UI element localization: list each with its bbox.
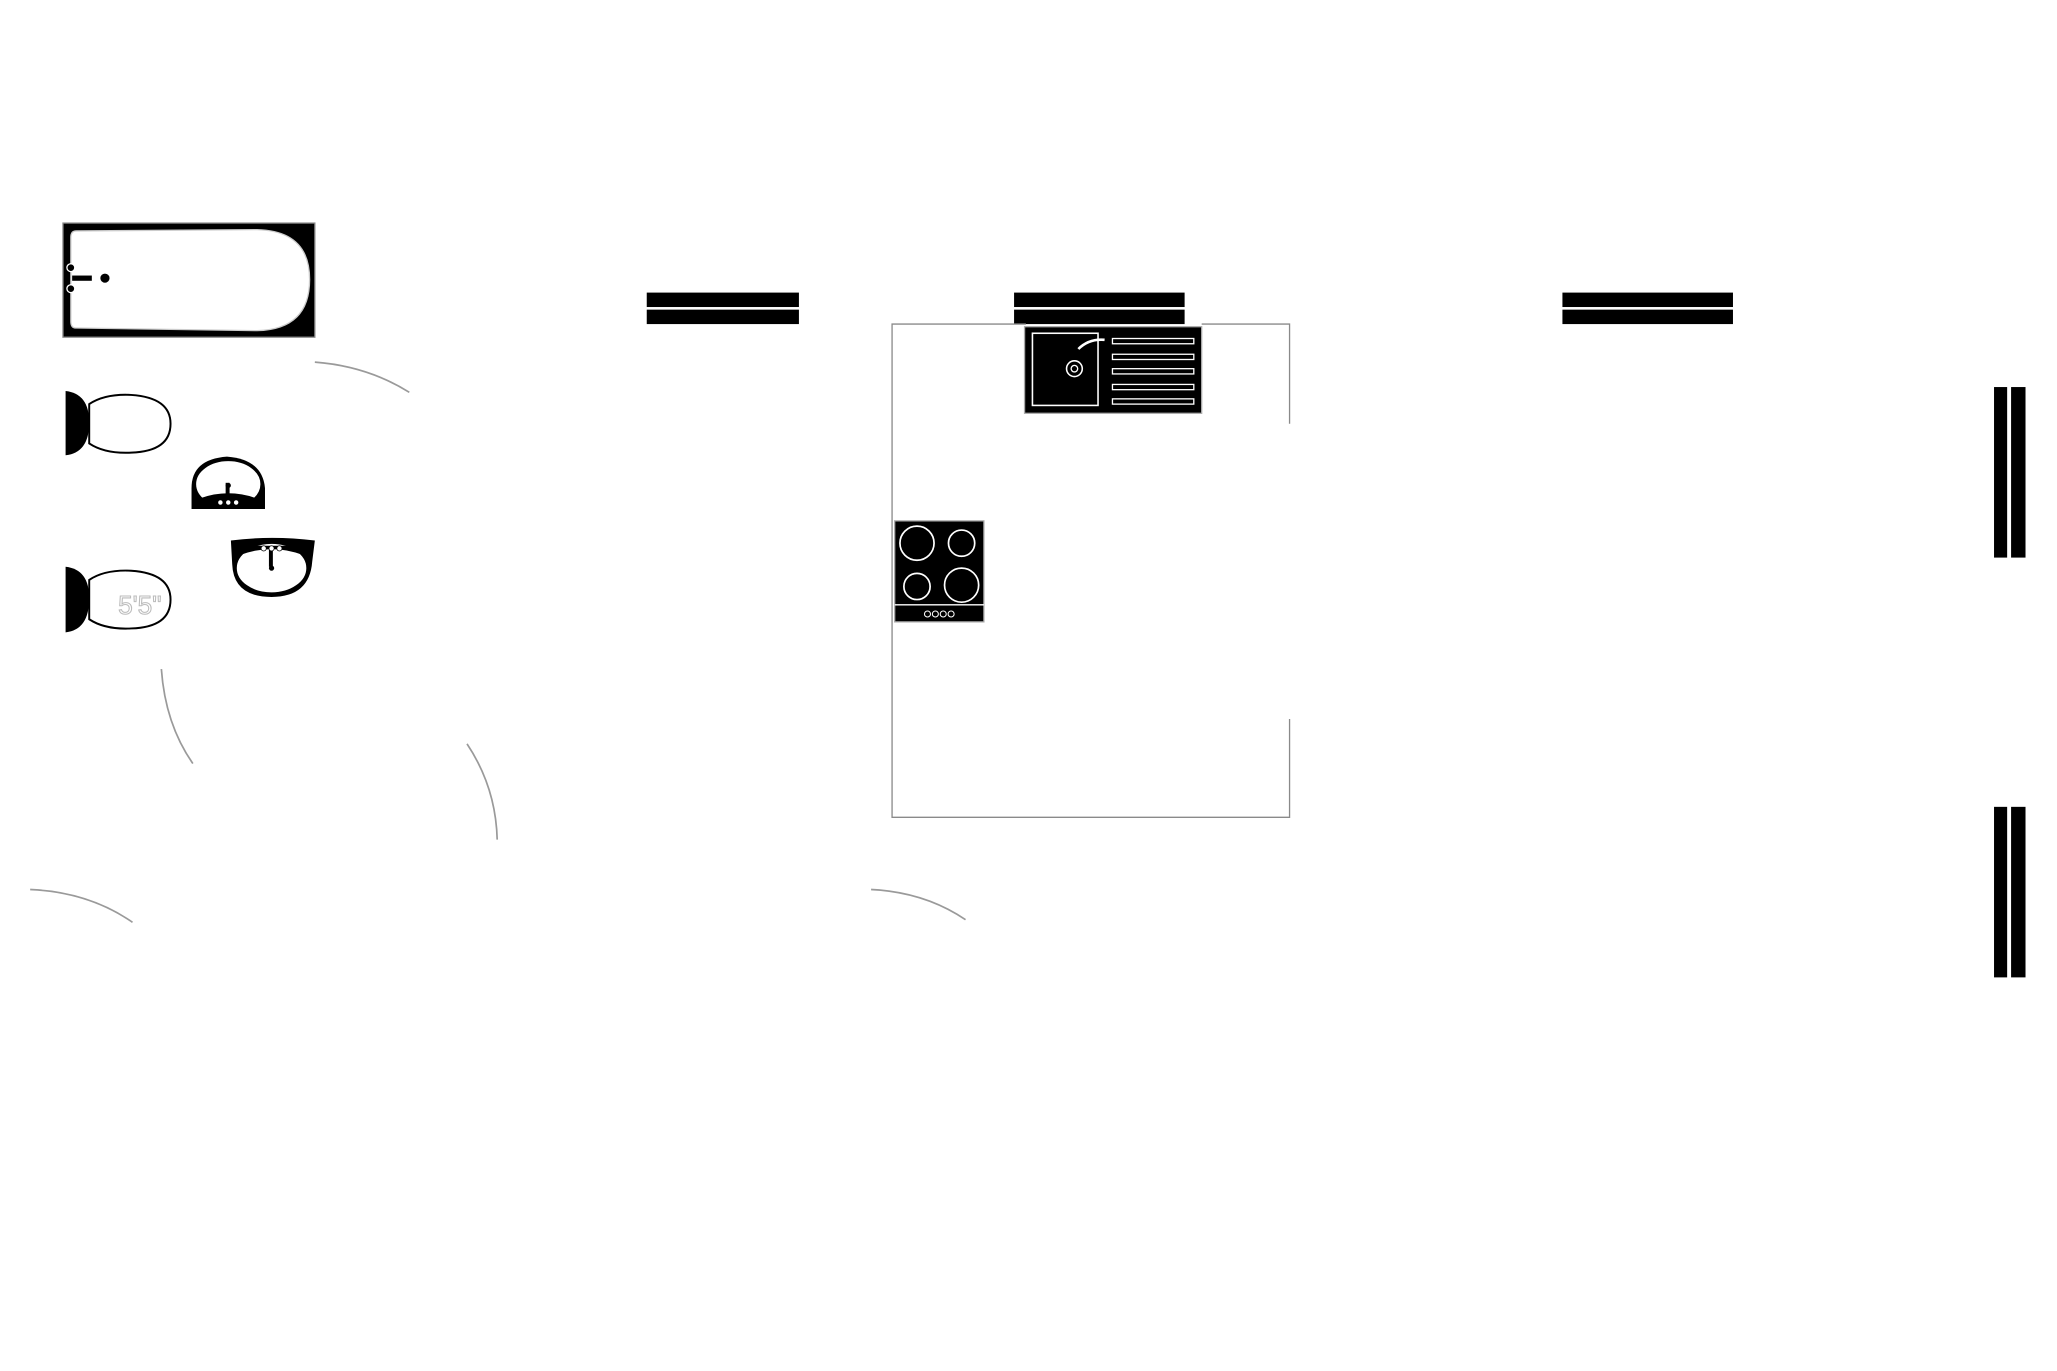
door-swing-arc (466, 743, 499, 840)
kitchen-sink (1023, 326, 1203, 414)
drain-icon (100, 273, 110, 283)
window (1562, 292, 1733, 325)
kitchen-walls (891, 323, 1291, 818)
window (1994, 806, 2026, 978)
door-swing-arc (871, 888, 967, 921)
window (1014, 292, 1185, 325)
window (646, 292, 799, 325)
washbasin (191, 456, 265, 510)
washbasin (230, 537, 315, 597)
cooktop (894, 520, 985, 623)
bathtub (62, 222, 316, 338)
door-swing-arc (30, 888, 133, 923)
door-swing-arc (314, 361, 410, 394)
toilet: 5'5" (65, 566, 172, 633)
door-swing-arc (160, 669, 194, 765)
toilet (65, 390, 172, 456)
toilet-dimension-label: 5'5" (118, 590, 161, 620)
window (1994, 387, 2026, 558)
